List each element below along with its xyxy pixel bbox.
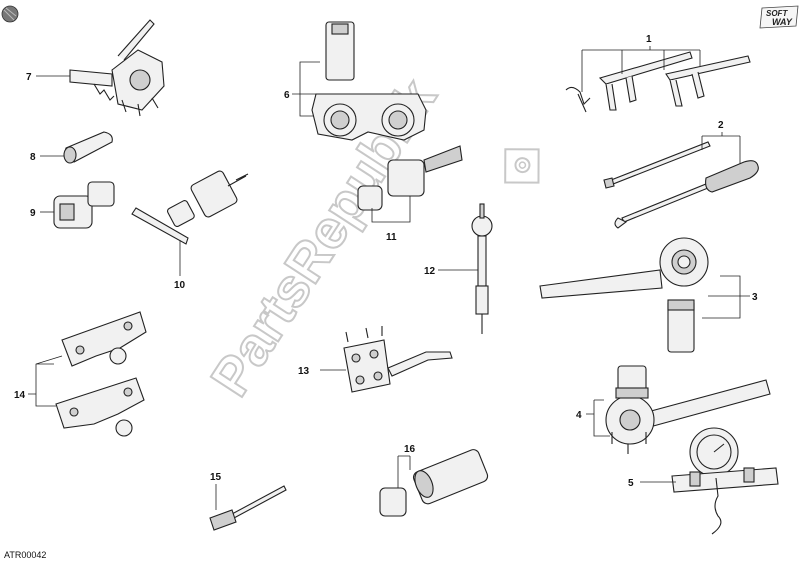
leader-11	[371, 196, 411, 223]
tool-1-pins	[565, 51, 751, 113]
callout-16: 16	[404, 444, 416, 455]
callout-1: 1	[646, 34, 652, 45]
diagram-code: ATR00042	[4, 550, 46, 560]
tool-3-wrench	[539, 237, 709, 353]
tool-5-dial-gauge	[671, 427, 779, 535]
tool-14-brackets	[55, 311, 147, 437]
tool-2-rods	[603, 141, 759, 229]
callout-5: 5	[628, 478, 634, 489]
callout-9: 9	[30, 208, 36, 219]
globe-icon	[1, 5, 19, 23]
tool-11-sockets	[357, 145, 463, 211]
tool-15-threaded-rod	[209, 485, 287, 531]
leader-16	[397, 455, 411, 488]
tool-10-t-handle	[131, 170, 249, 245]
callout-10: 10	[174, 280, 186, 291]
callout-4: 4	[576, 410, 582, 421]
leader-6	[292, 61, 320, 117]
callout-7: 7	[26, 72, 32, 83]
tool-16-sockets	[379, 449, 489, 517]
svg-text:SOFT: SOFT	[766, 9, 788, 18]
tool-4-wrench	[605, 365, 771, 454]
callout-8: 8	[30, 152, 36, 163]
callout-2: 2	[718, 120, 724, 131]
tool-7-puller	[69, 19, 165, 117]
svg-text:WAY: WAY	[772, 17, 793, 27]
leader-2	[701, 132, 741, 164]
tool-13-puller-plate	[343, 326, 453, 393]
callout-11: 11	[386, 232, 397, 243]
leader-3	[702, 275, 750, 319]
tool-6-holder	[311, 21, 427, 141]
callout-6: 6	[284, 90, 290, 101]
softway-logo: SOFT WAY	[759, 5, 799, 29]
tool-8-cone	[63, 131, 113, 164]
callout-3: 3	[752, 292, 758, 303]
callout-14: 14	[14, 390, 26, 401]
callout-12: 12	[424, 266, 436, 277]
callout-15: 15	[210, 472, 222, 483]
gear-icon	[504, 148, 540, 184]
tool-12-gauge-rod	[471, 203, 493, 334]
leader-1	[581, 46, 701, 92]
tool-9-adapter	[53, 181, 115, 229]
leader-14	[28, 355, 63, 407]
leader-4	[586, 399, 610, 437]
callout-13: 13	[298, 366, 310, 377]
